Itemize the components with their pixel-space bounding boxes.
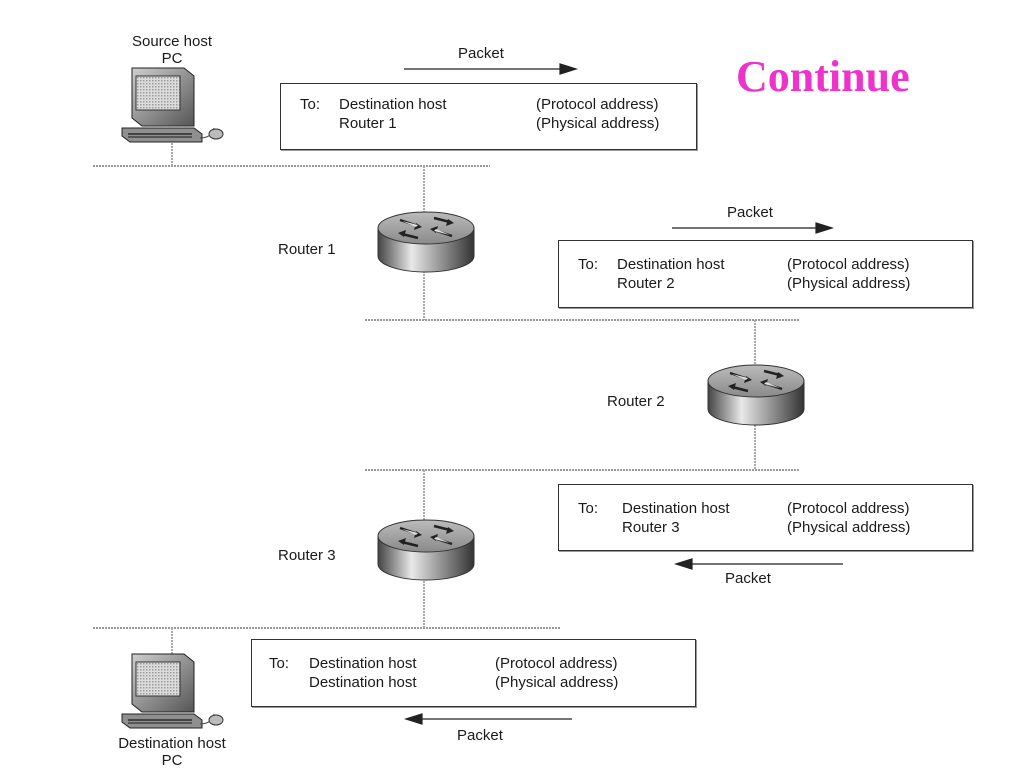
- packet-label-4: Packet: [457, 727, 503, 744]
- address-box-2: To: Destination host Router 2 (Protocol …: [558, 240, 973, 308]
- router-3-label: Router 3: [278, 547, 336, 564]
- destination-host-line2: PC: [161, 752, 183, 769]
- source-host-line2: PC: [161, 50, 183, 67]
- packet-label-3: Packet: [725, 570, 771, 587]
- protocol-address-label: (Protocol address): [787, 256, 910, 273]
- continue-link[interactable]: Continue: [736, 52, 910, 101]
- source-host-line1: Source host: [131, 33, 213, 50]
- destination-protocol-value: Destination host: [617, 256, 725, 273]
- protocol-address-label: (Protocol address): [495, 655, 618, 672]
- packet-arrow-4: [403, 713, 572, 725]
- protocol-address-label: (Protocol address): [536, 96, 659, 113]
- packet-arrow-2: [672, 222, 835, 234]
- protocol-address-label: (Protocol address): [787, 500, 910, 517]
- next-hop-physical-value: Router 3: [622, 519, 680, 536]
- next-hop-physical-value: Router 2: [617, 275, 675, 292]
- address-box-3: To: Destination host Router 3 (Protocol …: [558, 484, 973, 551]
- to-label: To:: [578, 256, 599, 273]
- to-label: To:: [300, 96, 321, 113]
- packet-arrow-3: [673, 558, 843, 570]
- physical-address-label: (Physical address): [536, 115, 660, 132]
- destination-protocol-value: Destination host: [622, 500, 730, 517]
- destination-protocol-value: Destination host: [309, 655, 417, 672]
- address-box-1: To: Destination host Router 1 (Protocol …: [280, 83, 697, 150]
- next-hop-physical-value: Router 1: [339, 115, 397, 132]
- router-2-label: Router 2: [607, 393, 665, 410]
- router-1-icon: [376, 210, 476, 274]
- destination-pc-icon: [121, 653, 224, 729]
- destination-host-line1: Destination host: [118, 735, 226, 752]
- packet-label-1: Packet: [458, 45, 504, 62]
- to-label: To:: [269, 655, 290, 672]
- physical-address-label: (Physical address): [495, 674, 619, 691]
- physical-address-label: (Physical address): [787, 275, 911, 292]
- packet-arrow-1: [404, 63, 579, 75]
- destination-host-label: Destination host PC: [86, 735, 258, 769]
- destination-protocol-value: Destination host: [339, 96, 447, 113]
- source-pc-icon: [121, 67, 224, 143]
- source-host-label: Source host PC: [106, 33, 238, 67]
- router-1-label: Router 1: [278, 241, 336, 258]
- address-box-4: To: Destination host Destination host (P…: [251, 639, 696, 707]
- router-2-icon: [706, 363, 806, 427]
- next-hop-physical-value: Destination host: [309, 674, 417, 691]
- packet-label-2: Packet: [727, 204, 773, 221]
- to-label: To:: [578, 500, 599, 517]
- router-3-icon: [376, 518, 476, 582]
- physical-address-label: (Physical address): [787, 519, 911, 536]
